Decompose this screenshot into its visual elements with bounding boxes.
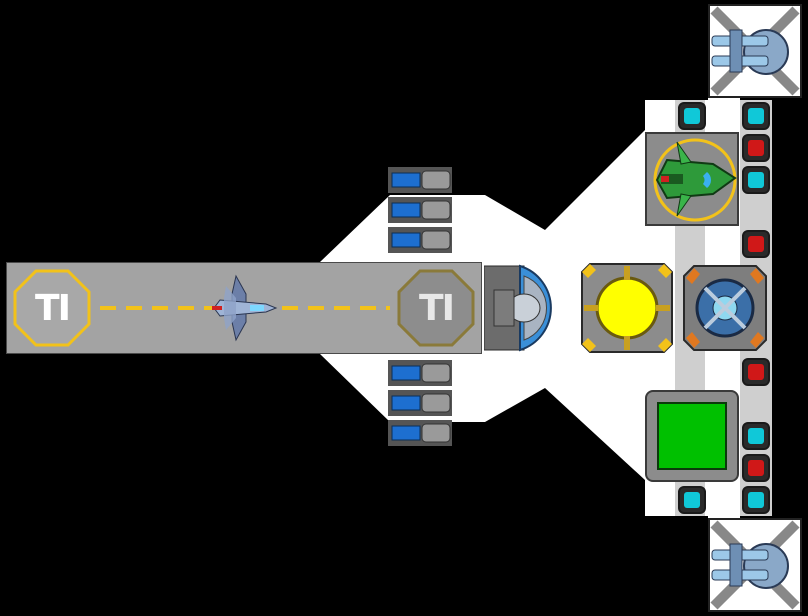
- socket-cyan[interactable]: [742, 166, 770, 194]
- landing-pad-right[interactable]: TI: [397, 269, 475, 347]
- socket-core-icon: [748, 364, 764, 380]
- reactor-core-icon: [581, 263, 673, 353]
- hangar-bay-icon: [388, 360, 452, 446]
- pad-octagon-icon: [13, 269, 91, 347]
- socket-cyan[interactable]: [742, 486, 770, 514]
- green-ship-icon: [653, 138, 737, 222]
- socket-red[interactable]: [742, 230, 770, 258]
- turret-top[interactable]: [708, 4, 802, 98]
- socket-core-icon: [684, 108, 700, 124]
- docked-ship-bay[interactable]: [645, 132, 739, 226]
- turret-bottom[interactable]: [708, 518, 802, 612]
- socket-core-icon: [748, 172, 764, 188]
- starfighter-icon[interactable]: [206, 274, 278, 342]
- reactor-module[interactable]: [580, 262, 674, 354]
- socket-cyan[interactable]: [678, 486, 706, 514]
- bridge-module[interactable]: [484, 262, 578, 354]
- socket-core-icon: [748, 140, 764, 156]
- socket-red[interactable]: [742, 358, 770, 386]
- shield-generator-icon: [683, 265, 767, 351]
- socket-cyan[interactable]: [678, 102, 706, 130]
- hangar-bays-lower: [388, 358, 452, 450]
- cannon-turret-icon: [710, 6, 800, 96]
- socket-red[interactable]: [742, 134, 770, 162]
- socket-red[interactable]: [742, 454, 770, 482]
- socket-core-icon: [748, 108, 764, 124]
- hangar-bay-icon: [388, 167, 452, 253]
- socket-cyan[interactable]: [742, 422, 770, 450]
- socket-core-icon: [748, 236, 764, 252]
- cargo-hold[interactable]: [645, 390, 739, 482]
- landing-pad-left[interactable]: TI: [13, 269, 91, 347]
- socket-core-icon: [748, 460, 764, 476]
- socket-core-icon: [684, 492, 700, 508]
- socket-core-icon: [748, 492, 764, 508]
- socket-core-icon: [748, 428, 764, 444]
- shield-generator-module[interactable]: [680, 262, 770, 354]
- hangar-bays-upper: [388, 165, 452, 257]
- socket-cyan[interactable]: [742, 102, 770, 130]
- cargo-container: [657, 402, 727, 470]
- pad-octagon-icon: [397, 269, 475, 347]
- cannon-turret-icon: [710, 520, 800, 610]
